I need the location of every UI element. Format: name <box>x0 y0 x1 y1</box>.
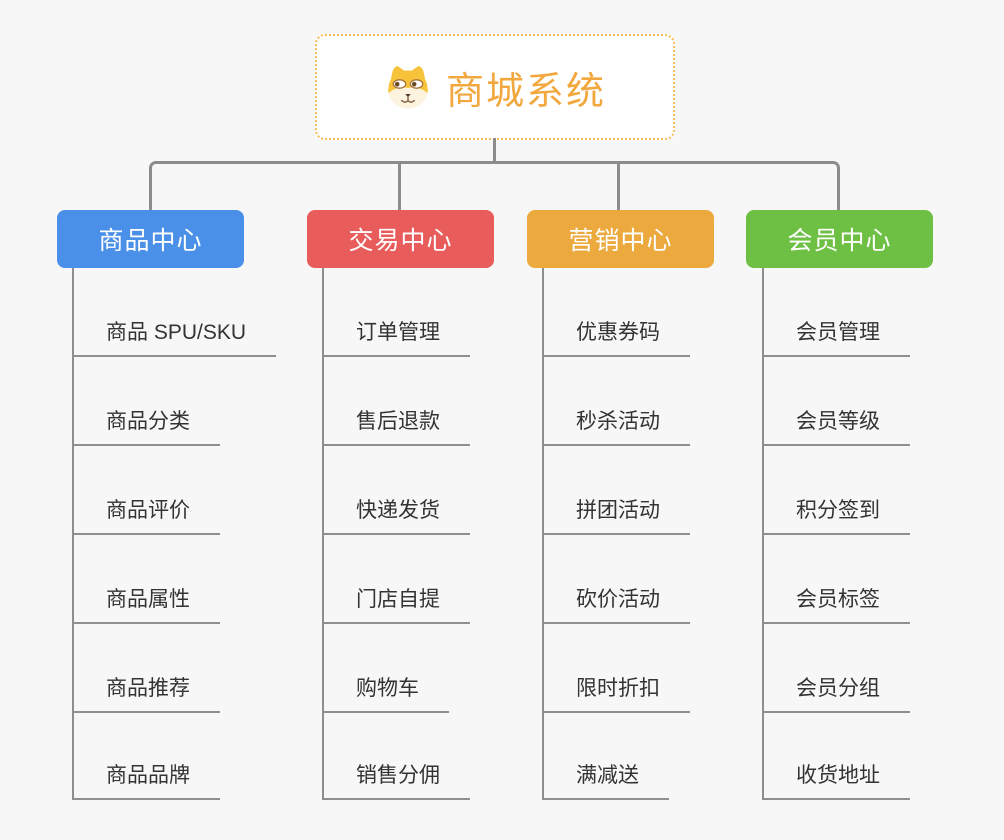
root-node-label: 商城系统 <box>445 70 606 113</box>
connector-horizontal-left <box>149 161 495 210</box>
leaf-node[interactable]: 商品属性 <box>72 583 220 624</box>
leaf-node[interactable]: 购物车 <box>322 672 449 713</box>
leaf-node[interactable]: 限时折扣 <box>542 672 690 713</box>
leaf-node[interactable]: 销售分佣 <box>322 759 470 800</box>
connector-branch2-stub <box>398 161 401 210</box>
leaf-node[interactable]: 会员等级 <box>762 405 910 446</box>
leaf-node[interactable]: 优惠券码 <box>542 316 690 357</box>
connector-horizontal-right <box>495 161 840 210</box>
leaf-node[interactable]: 积分签到 <box>762 494 910 535</box>
connector-branch3-stub <box>617 161 620 210</box>
root-node-mall-system[interactable]: 商城系统 <box>315 34 675 140</box>
leaf-node[interactable]: 秒杀活动 <box>542 405 690 446</box>
leaf-node[interactable]: 会员分组 <box>762 672 910 713</box>
branch-node-member-center[interactable]: 会员中心 <box>746 210 933 268</box>
leaf-node[interactable]: 商品评价 <box>72 494 220 535</box>
branch-node-marketing-center[interactable]: 营销中心 <box>527 210 714 268</box>
connector-root-stub <box>493 138 496 164</box>
leaf-node[interactable]: 快递发货 <box>322 494 470 535</box>
leaf-node[interactable]: 门店自提 <box>322 583 470 624</box>
leaf-node[interactable]: 满减送 <box>542 759 669 800</box>
leaf-node[interactable]: 砍价活动 <box>542 583 690 624</box>
leaf-node[interactable]: 拼团活动 <box>542 494 690 535</box>
branch-node-product-center[interactable]: 商品中心 <box>57 210 244 268</box>
leaf-node[interactable]: 会员标签 <box>762 583 910 624</box>
branch-node-trade-center[interactable]: 交易中心 <box>307 210 494 268</box>
leaf-node[interactable]: 订单管理 <box>322 316 470 357</box>
leaf-node[interactable]: 商品推荐 <box>72 672 220 713</box>
dog-face-icon <box>384 64 432 110</box>
leaf-node[interactable]: 商品分类 <box>72 405 220 446</box>
leaf-node[interactable]: 售后退款 <box>322 405 470 446</box>
leaf-node[interactable]: 商品 SPU/SKU <box>72 316 277 357</box>
leaf-node[interactable]: 会员管理 <box>762 316 910 357</box>
leaf-node[interactable]: 商品品牌 <box>72 759 220 800</box>
leaf-node[interactable]: 收货地址 <box>762 759 910 800</box>
